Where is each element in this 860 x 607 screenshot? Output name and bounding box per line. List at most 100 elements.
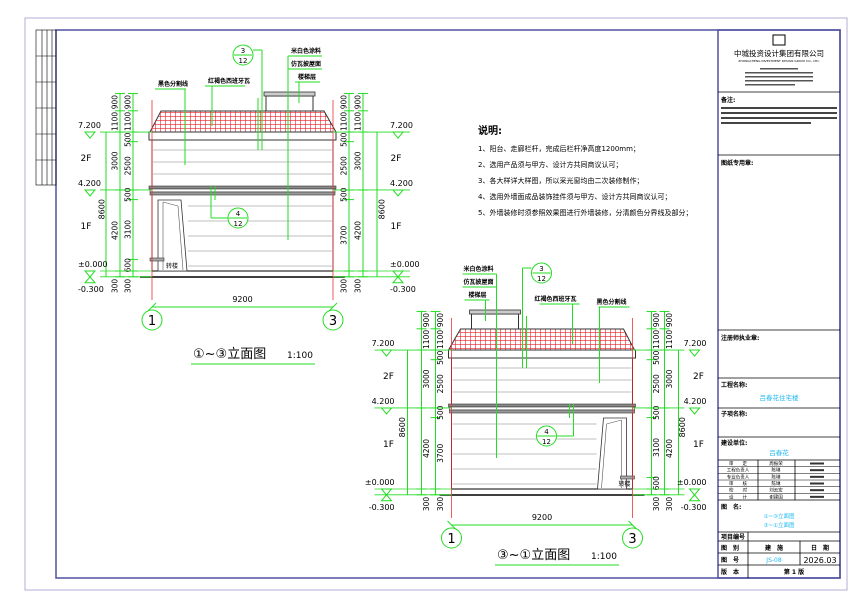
- signoff-name: 陈琳: [772, 467, 781, 474]
- level-value: 7.200: [684, 339, 707, 348]
- drawing-name-label: 图 名:: [721, 503, 741, 511]
- level-marker-icon: [380, 349, 393, 357]
- label-stair-floor: 楼梯层: [468, 291, 486, 299]
- width-dim-value: 9200: [532, 513, 552, 522]
- level-value: -0.300: [390, 285, 416, 294]
- dim-value: 900: [652, 313, 661, 328]
- category-value: 建 施: [765, 544, 783, 552]
- drawing-name: ①~③立面图: [764, 512, 795, 520]
- floor-label: 1F: [81, 222, 92, 232]
- floor-label: 2F: [693, 372, 704, 382]
- level-value: 7.200: [390, 121, 413, 130]
- signoff-role: 工程负责人: [727, 467, 750, 474]
- callout-sheet-number: 12: [542, 438, 551, 446]
- project-value: 吕春花住宅楼: [760, 393, 800, 402]
- signoff-role: 专业负责人: [727, 473, 750, 480]
- stair-edge: [177, 205, 184, 271]
- roof-cornice: [448, 349, 636, 359]
- dim-value: 900: [340, 95, 349, 110]
- label-tile: 红褐色西班牙瓦: [534, 295, 576, 303]
- drawing-title: ①~③立面图: [193, 347, 266, 362]
- level-value: -0.300: [369, 503, 395, 512]
- drawing-name: ③~①立面图: [764, 521, 795, 529]
- signoff-role: 校 对: [729, 487, 747, 494]
- floor-band: [448, 403, 636, 408]
- dim-value: 3000: [111, 151, 120, 170]
- width-dim-value: 9200: [232, 295, 252, 304]
- dim-value: 1100: [665, 330, 674, 349]
- label-tile: 红褐色西班牙瓦: [208, 77, 250, 85]
- floor-label: 1F: [391, 222, 402, 232]
- dim-value: 3000: [422, 369, 431, 388]
- callout-sheet-number: 12: [234, 220, 243, 228]
- company-name-en: ZHONGCHENG INVESTMENT DESIGN GROUP CO., …: [738, 59, 819, 63]
- dim-value: 3700: [340, 226, 349, 245]
- dim-tick: [628, 520, 637, 530]
- level-marker-icon: [391, 270, 405, 278]
- level-marker-icon: [688, 488, 701, 496]
- grid-label: 1: [447, 532, 455, 547]
- floor-label: 2F: [391, 154, 402, 164]
- dim-value: 3000: [665, 369, 674, 388]
- version-value: 第 1 版: [783, 568, 804, 576]
- level-marker-icon: [391, 276, 405, 284]
- dim-value: 3000: [354, 151, 363, 170]
- client-value: 吕春花: [769, 448, 789, 457]
- remarks-text: [721, 107, 837, 124]
- dim-value: 500: [124, 187, 133, 202]
- dim-value: 300: [354, 279, 363, 294]
- note-item: 3、各大样详大样图，所以采光窗均由二次装修制作；: [478, 176, 643, 185]
- remarks-label: 备注:: [720, 96, 735, 104]
- dim-value: 300: [422, 497, 431, 512]
- stair-handrail: [620, 475, 635, 480]
- dim-value: 1100: [124, 112, 133, 131]
- date-label: 日 期: [811, 544, 829, 552]
- dim-value: 2500: [124, 156, 133, 175]
- stair-roof-box: [265, 95, 314, 112]
- stair-roof-cap: [469, 309, 521, 315]
- label-divider-line: 黑色分割线: [596, 298, 626, 306]
- project-no-label: 项目编号: [721, 533, 745, 541]
- general-notes: 说明: 1、阳台、走廊栏杆，完成后栏杆净高度1200mm； 2、选用产品须与甲方…: [478, 124, 692, 217]
- company-name: 中城投资设计集团有限公司: [734, 48, 824, 58]
- dim-value: 900: [436, 313, 445, 328]
- drawing-no-value: JS-08: [765, 557, 782, 564]
- dim-value: 2500: [436, 374, 445, 393]
- company-info-text: [745, 68, 813, 86]
- dim-value: 3100: [652, 438, 661, 457]
- level-value: 7.200: [372, 339, 395, 348]
- level-marker-icon: [380, 407, 393, 415]
- level-value: ±0.000: [365, 478, 395, 487]
- dim-total-value: 8600: [98, 199, 107, 219]
- signoff-name: 陈琳: [772, 473, 781, 480]
- signoff-role: 审 核: [729, 480, 747, 487]
- grid-label: 1: [148, 314, 156, 329]
- company-logo: [772, 34, 786, 46]
- dim-value: 4200: [422, 439, 431, 458]
- level-marker-icon: [380, 494, 393, 502]
- dim-value: 1100: [111, 112, 120, 131]
- signoff-name: 周振荣: [769, 460, 783, 467]
- label-paint: 米白色涂料: [291, 47, 321, 55]
- stair-enclosure: [157, 199, 188, 272]
- tiled-roof: [447, 328, 636, 351]
- level-marker-icon: [688, 349, 701, 357]
- left-signature-strip: [35, 29, 57, 186]
- stair-handrail: [149, 257, 165, 262]
- dim-value: 1100: [652, 330, 661, 349]
- dim-value: 900: [422, 313, 431, 328]
- project-label: 工程名称:: [721, 381, 747, 389]
- dim-value: 500: [652, 350, 661, 365]
- floor-band: [149, 191, 336, 196]
- level-value: 4.200: [372, 397, 395, 406]
- client-label: 建设单位:: [721, 439, 747, 447]
- level-value: 7.200: [78, 121, 101, 130]
- signature-mark: [810, 462, 824, 465]
- level-marker-icon: [391, 189, 405, 197]
- title-block: 审 定周振荣工程负责人陈琳专业负责人陈琳审 核陈琳校 对刘云宏设 计谢建国 中城…: [717, 29, 841, 579]
- signoff-name: 刘云宏: [769, 487, 783, 494]
- dim-value: 1100: [422, 330, 431, 349]
- signature-mark: [810, 469, 824, 472]
- dim-value: 500: [436, 350, 445, 365]
